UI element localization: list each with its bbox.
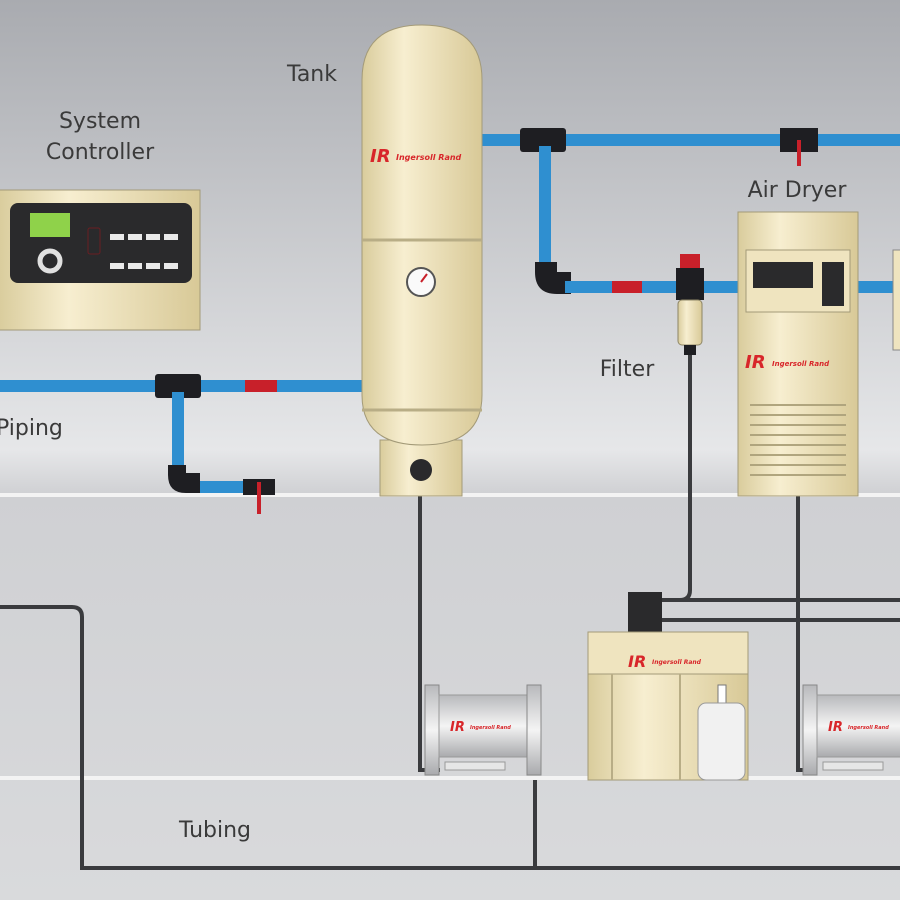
system-controller <box>0 189 201 331</box>
air-tank: IR Ingersoll Rand <box>361 24 483 497</box>
label-tubing: Tubing <box>178 818 251 843</box>
valve-icon <box>257 482 261 514</box>
label-filter: Filter <box>600 357 655 382</box>
svg-text:Ingersoll Rand: Ingersoll Rand <box>396 153 462 162</box>
piping-left <box>0 374 362 514</box>
condensate-bottle <box>697 702 746 781</box>
drain-unit-right: IR Ingersoll Rand <box>802 684 900 776</box>
svg-text:IR: IR <box>745 352 766 373</box>
svg-text:IR: IR <box>828 720 843 735</box>
filter <box>676 254 704 355</box>
lower-floor-line <box>0 776 900 780</box>
svg-text:IR: IR <box>628 652 646 671</box>
piping-right <box>482 128 900 351</box>
svg-text:Ingersoll Rand: Ingersoll Rand <box>848 725 889 731</box>
label-system-controller-line1: System <box>59 109 141 134</box>
display-screen <box>30 213 70 237</box>
condensate-separator: IR Ingersoll Rand <box>587 592 749 781</box>
svg-text:Ingersoll Rand: Ingersoll Rand <box>652 659 702 666</box>
label-system-controller-line2: Controller <box>46 140 155 165</box>
valve-icon <box>797 140 801 166</box>
air-dryer: IR Ingersoll Rand <box>737 211 859 497</box>
svg-text:IR: IR <box>450 720 465 735</box>
svg-text:Ingersoll Rand: Ingersoll Rand <box>772 360 830 368</box>
label-tank: Tank <box>286 62 337 87</box>
label-piping: Piping <box>0 416 63 441</box>
drain-unit-left: IR Ingersoll Rand <box>424 684 542 776</box>
brand-logo: IR <box>370 146 391 167</box>
navigation-pad-icon <box>37 248 63 274</box>
svg-text:Ingersoll Rand: Ingersoll Rand <box>470 725 511 731</box>
label-air-dryer: Air Dryer <box>748 178 848 203</box>
